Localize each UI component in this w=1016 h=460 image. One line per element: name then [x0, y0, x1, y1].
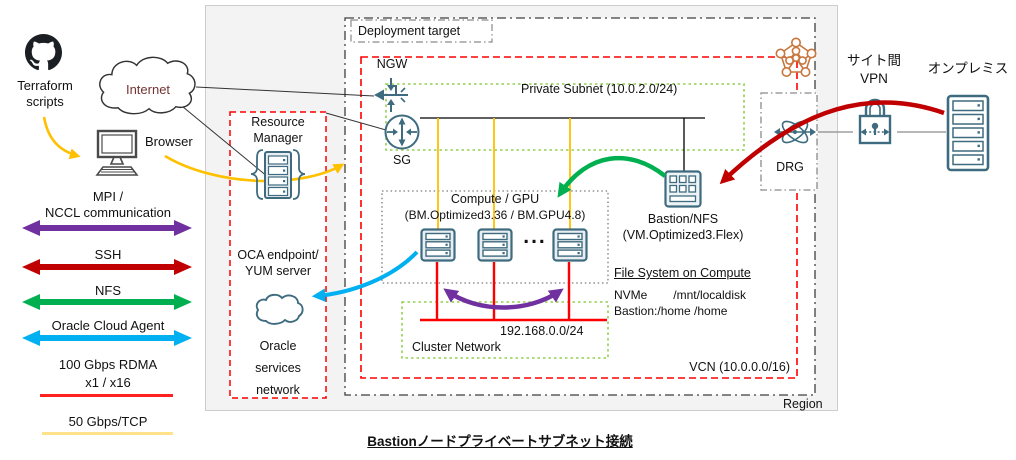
arrow-terraform-browser — [42, 116, 81, 160]
deployment-target-label: Deployment target — [358, 24, 461, 38]
vcn-label: VCN (10.0.0.0/16) — [689, 360, 790, 374]
resource-manager-label-line1: Resource — [251, 115, 305, 129]
compute-ellipsis: ... — [523, 225, 547, 248]
legend-rdma-line2: x1 / x16 — [85, 375, 131, 390]
sg-icon — [382, 112, 422, 152]
legend-agent-label: Oracle Cloud Agent — [51, 318, 165, 333]
drg-label: DRG — [776, 160, 804, 174]
osn-label-line1: Oracle — [259, 339, 297, 353]
legend-ssh-arrow — [22, 259, 192, 275]
region-label: Region — [783, 397, 823, 411]
cluster-mesh-icon — [775, 37, 817, 79]
internet-cloud-icon — [95, 54, 199, 116]
bastion-label-line2: (VM.Optimized3.Flex) — [622, 228, 744, 242]
ngw-icon — [372, 76, 410, 114]
compute-server-icon — [420, 228, 456, 262]
terraform-label-line1: Terraform — [17, 78, 73, 93]
filesystem-nvme-row: NVMe /mnt/localdisk — [614, 288, 746, 303]
cluster-network-label: Cluster Network — [412, 340, 501, 354]
filesystem-title: File System on Compute — [614, 266, 751, 280]
compute-server-icon — [552, 228, 588, 262]
vpn-lock-icon — [851, 92, 899, 154]
oca-endpoint-label-line2: YUM server — [245, 264, 311, 278]
osn-label-line2: services — [255, 361, 301, 375]
browser-computer-icon — [93, 129, 141, 177]
legend-nfs-arrow — [22, 294, 192, 310]
legend-ssh-label: SSH — [94, 247, 122, 262]
compute-subtitle: (BM.Optimized3.36 / BM.GPU4.8) — [404, 208, 586, 222]
ngw-label: NGW — [376, 57, 408, 71]
legend-mpi-line2: NCCL communication — [45, 205, 171, 220]
oracle-services-cloud-icon — [252, 291, 306, 327]
bastion-label-line1: Bastion/NFS — [647, 212, 719, 226]
private-subnet-label: Private Subnet (10.0.2.0/24) — [521, 82, 678, 96]
legend-mpi-line1: MPI / — [92, 189, 124, 204]
legend-mpi-arrow — [22, 220, 192, 236]
internet-label: Internet — [125, 82, 171, 97]
cluster-cidr-label: 192.168.0.0/24 — [500, 324, 584, 338]
legend-nfs-label: NFS — [95, 283, 121, 298]
onprem-rack-icon — [946, 94, 990, 172]
legend-tcp-line — [42, 432, 173, 435]
browser-label: Browser — [145, 134, 193, 149]
osn-label-line3: network — [256, 383, 300, 397]
legend-rdma-line — [40, 394, 173, 397]
legend-agent-arrow — [22, 330, 192, 346]
resource-manager-icon — [247, 146, 309, 204]
site-vpn-label-line2: VPN — [860, 71, 888, 86]
oca-endpoint-label-line1: OCA endpoint/ — [237, 248, 319, 262]
resource-manager-label-line2: Manager — [253, 131, 303, 145]
legend-tcp-label: 50 Gbps/TCP — [68, 414, 148, 429]
sg-label: SG — [392, 153, 412, 167]
onprem-label: オンプレミス — [927, 61, 1009, 76]
filesystem-bastion-row: Bastion:/home /home — [614, 304, 728, 318]
github-icon — [25, 34, 62, 71]
drg-icon — [773, 111, 817, 153]
bastion-vm-icon — [664, 170, 702, 208]
legend-rdma-line1: 100 Gbps RDMA — [58, 357, 158, 372]
diagram-title: Bastionノードプライベートサブネット接続 — [367, 434, 633, 449]
compute-title: Compute / GPU — [450, 192, 540, 206]
fs-nvme-mount: /mnt/localdisk — [673, 288, 746, 302]
site-vpn-label-line1: サイト間 — [847, 53, 901, 68]
compute-server-icon — [477, 228, 513, 262]
fs-nvme-label: NVMe — [614, 288, 648, 302]
terraform-label-line2: scripts — [26, 94, 64, 109]
